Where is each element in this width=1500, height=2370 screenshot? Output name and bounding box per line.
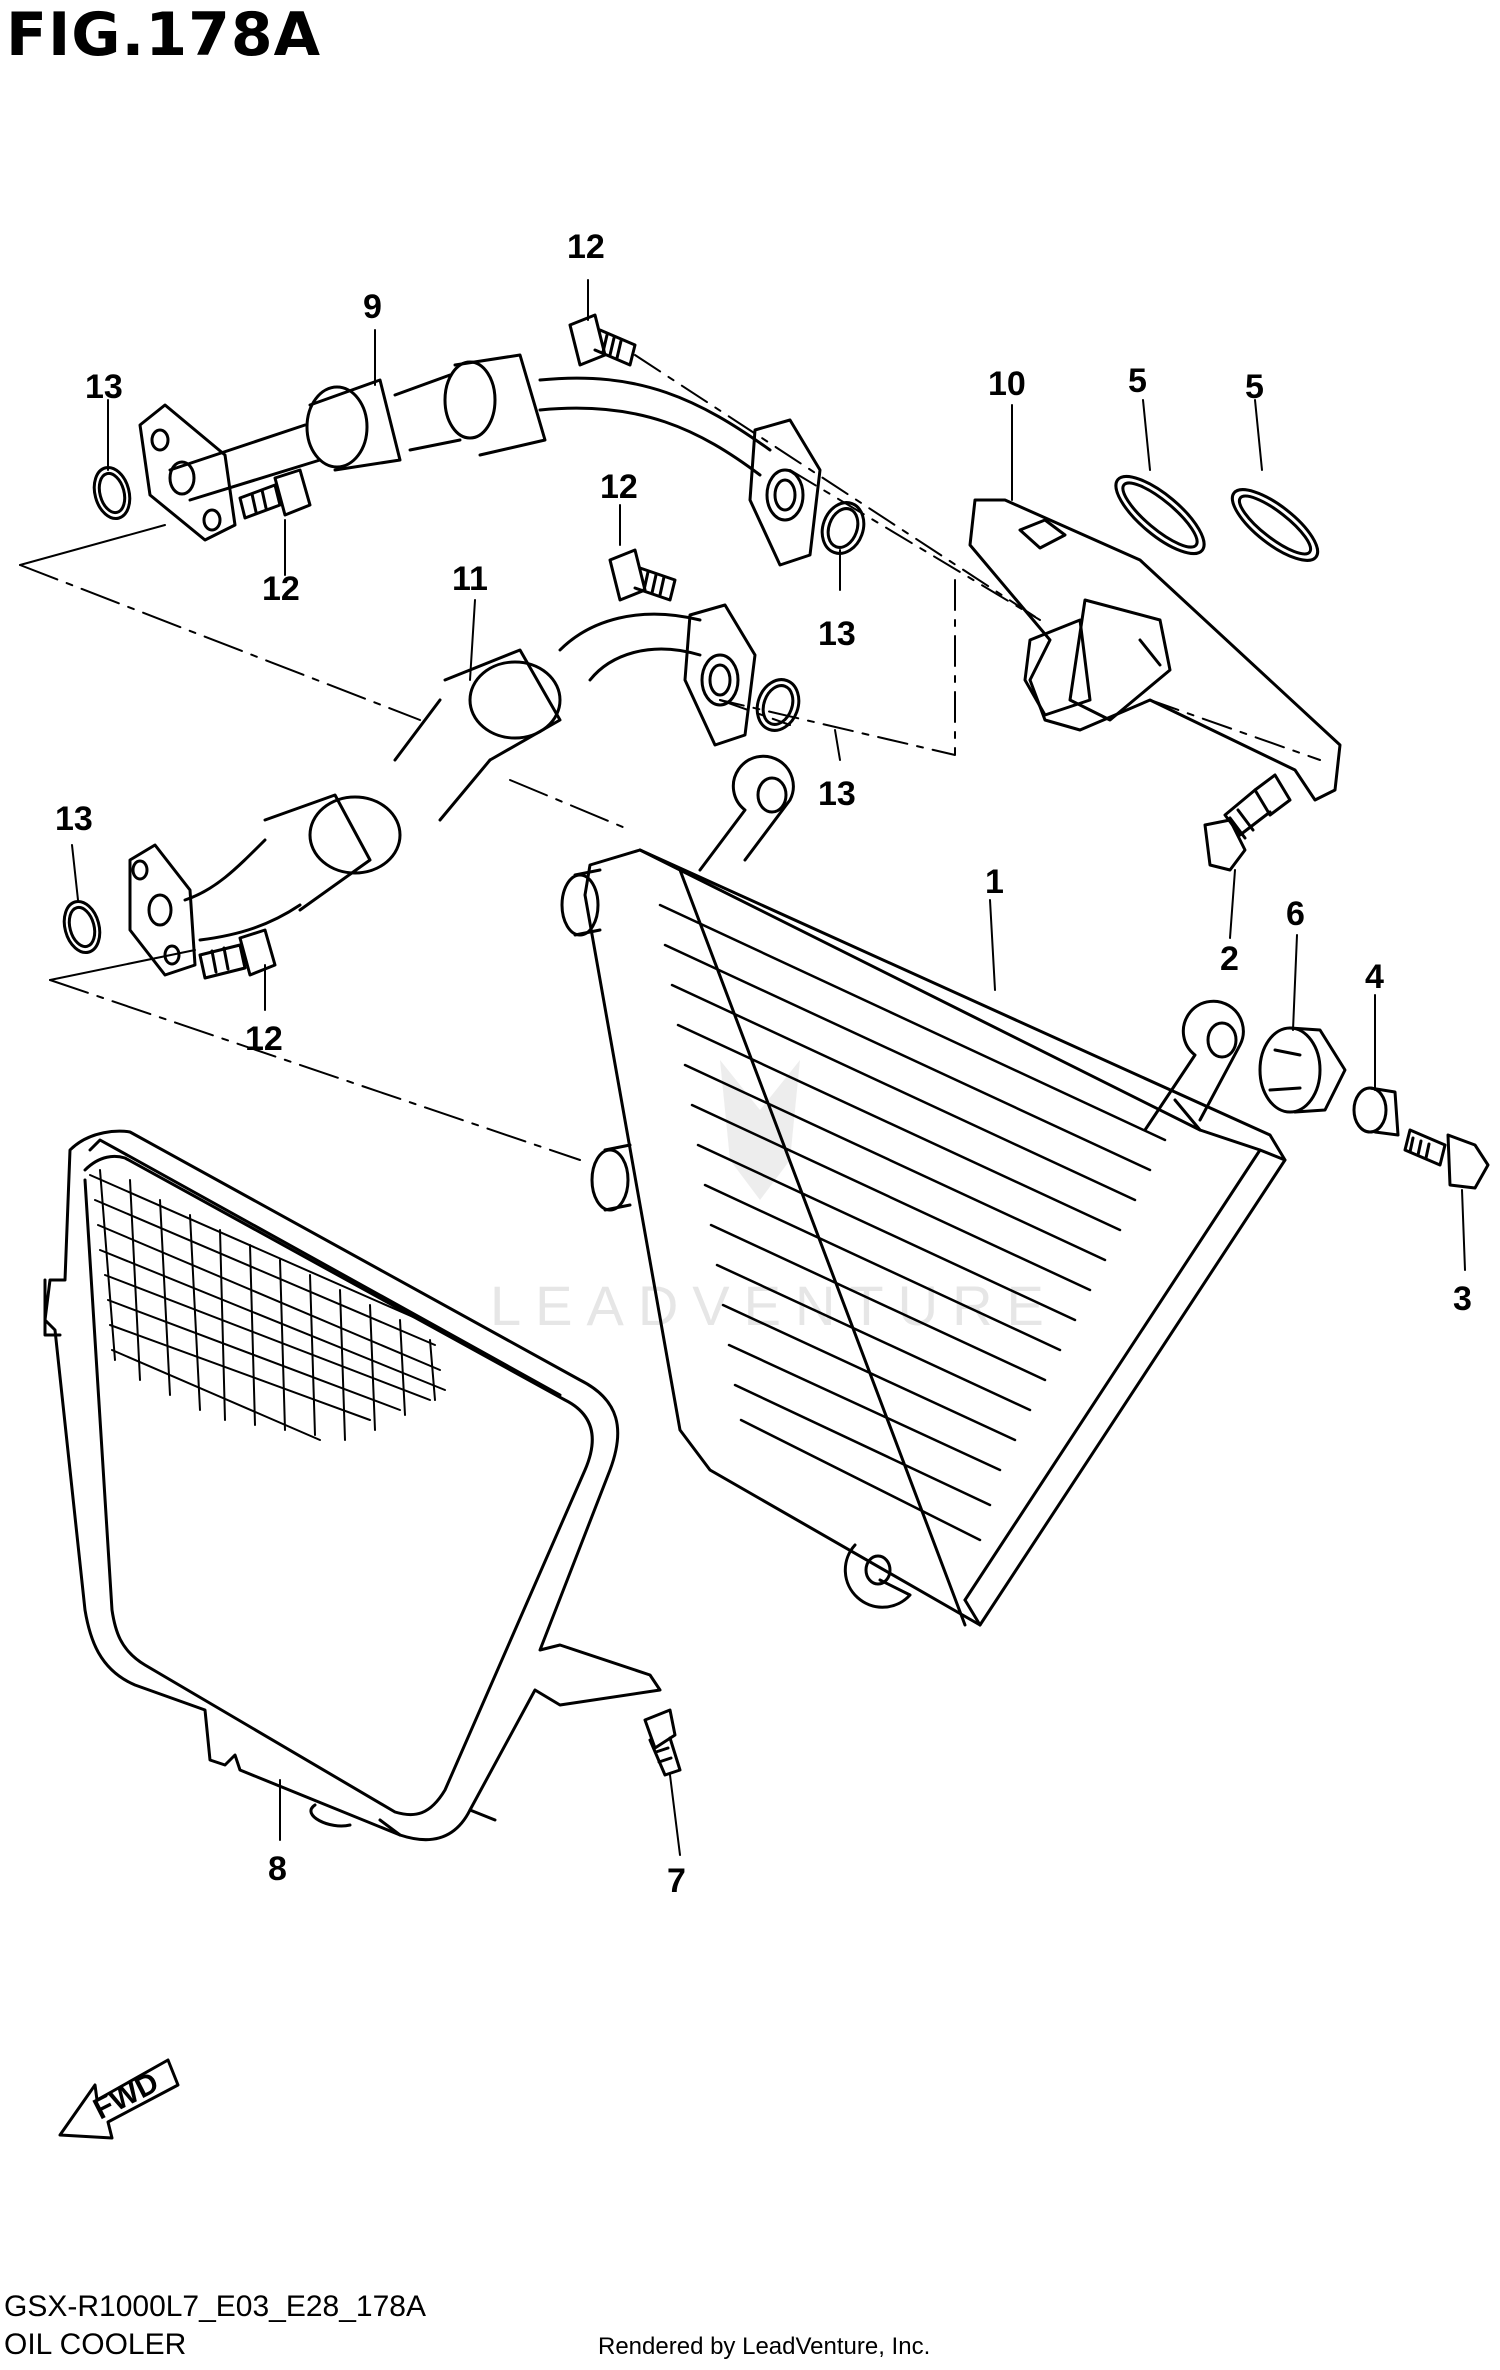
rendered-by-credit: Rendered by LeadVenture, Inc.	[598, 2333, 931, 2360]
callout-13-d: 13	[55, 800, 93, 838]
bolt-2	[1203, 773, 1292, 872]
guard-mesh	[89, 1169, 446, 1441]
callout-13-a: 13	[85, 368, 123, 406]
bolt-3	[1403, 1128, 1490, 1190]
leader-lines	[71, 279, 1466, 1856]
assembly-lines	[19, 354, 1321, 1161]
callout-12-mid: 12	[600, 468, 638, 506]
callout-11: 11	[452, 560, 488, 598]
fwd-arrow: FWD	[58, 2058, 180, 2140]
upper-oil-hose	[138, 353, 772, 542]
o-ring-13-d	[62, 900, 102, 954]
callout-12-top: 12	[567, 228, 605, 266]
oil-cooler-guard	[43, 1129, 662, 1842]
callout-13-c: 13	[818, 775, 856, 813]
callout-7: 7	[667, 1862, 686, 1900]
section-title: OIL COOLER	[4, 2328, 187, 2361]
bolt-12-mid	[608, 548, 677, 602]
bolt-7	[643, 1708, 682, 1777]
grommet-6	[1258, 1026, 1347, 1114]
o-ring-5-left	[1114, 474, 1206, 556]
callout-3: 3	[1453, 1280, 1472, 1318]
o-ring-13-c	[755, 678, 801, 732]
callout-2: 2	[1220, 940, 1239, 978]
lower-right-flange	[683, 603, 757, 747]
lower-oil-hose	[128, 612, 702, 977]
model-code: GSX-R1000L7_E03_E28_178A	[4, 2290, 426, 2323]
callout-12-left: 12	[262, 570, 300, 608]
upper-right-flange	[748, 418, 822, 567]
callout-5-right: 5	[1245, 368, 1264, 406]
figure-title: FIG.178A	[6, 0, 322, 70]
callout-12-bottom: 12	[245, 1020, 283, 1058]
callout-4: 4	[1365, 958, 1384, 996]
callout-5-left: 5	[1128, 362, 1147, 400]
bolt-12-top	[568, 313, 637, 367]
callout-10: 10	[988, 365, 1026, 403]
callout-1: 1	[985, 863, 1004, 901]
callout-6: 6	[1286, 895, 1305, 933]
bolt-12-left	[238, 468, 312, 520]
fwd-label: FWD	[88, 2066, 164, 2126]
callout-13-b: 13	[818, 615, 856, 653]
o-ring-5-right	[1230, 488, 1320, 562]
callout-8: 8	[268, 1850, 287, 1888]
callout-9: 9	[363, 288, 382, 326]
callouts: 1 2 3 4 5 5 6 7 8 9 10 11 12 12 12 12 13…	[55, 228, 1472, 1900]
oil-cooler-core	[560, 754, 1287, 1627]
o-ring-13-b	[820, 501, 866, 555]
bracket	[968, 498, 1342, 802]
bolt-12-bottom	[198, 928, 277, 980]
o-ring-13-a	[92, 466, 132, 520]
collar-4	[1352, 1086, 1400, 1137]
